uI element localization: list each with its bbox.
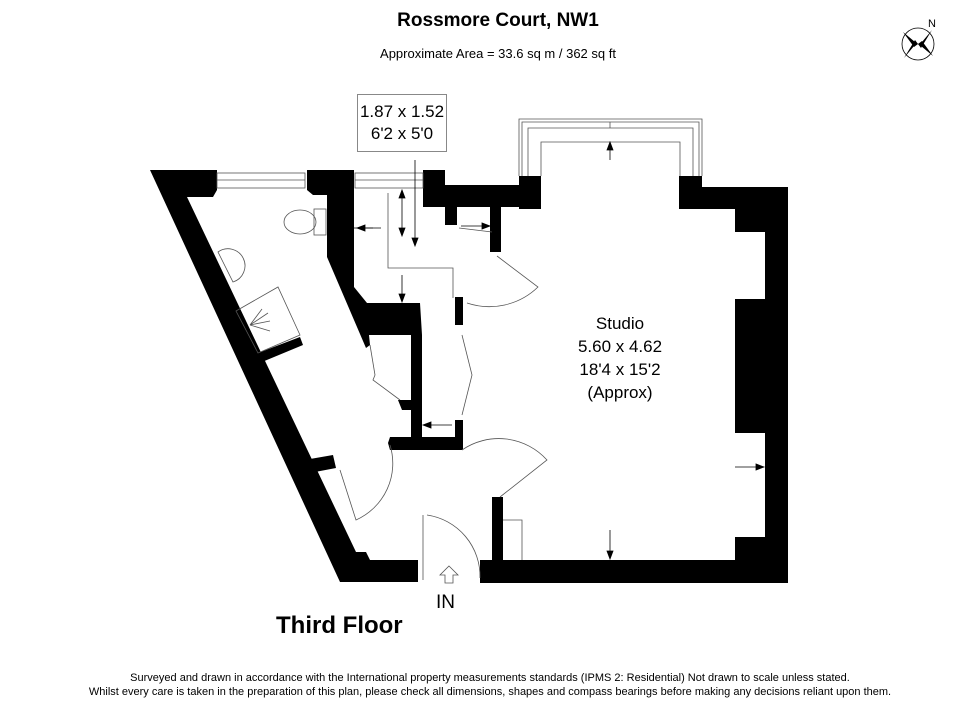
doors (339, 227, 548, 580)
studio-label: Studio 5.60 x 4.62 18'4 x 15'2 (Approx) (540, 312, 700, 404)
area-summary: Approximate Area = 33.6 sq m / 362 sq ft (380, 46, 616, 61)
compass-north-label: N (928, 18, 936, 30)
plan-title: Rossmore Court, NW1 (397, 10, 599, 31)
compass-rose-icon: N (901, 18, 936, 61)
basin-icon (217, 248, 246, 283)
studio-metric: 5.60 x 4.62 (577, 337, 663, 356)
entrance-label: IN (436, 592, 455, 613)
entry-arrow-icon (439, 565, 459, 584)
walls (150, 170, 788, 583)
studio-name: Studio (595, 314, 645, 333)
studio-note: (Approx) (587, 383, 653, 402)
toilet-icon (283, 209, 317, 235)
small-room-dimensions: 1.87 x 1.52 6'2 x 5'0 (357, 94, 447, 152)
windows (216, 118, 703, 189)
floor-label: Third Floor (276, 612, 403, 639)
disclaimer: Surveyed and drawn in accordance with th… (0, 671, 980, 699)
disclaimer-line-1: Surveyed and drawn in accordance with th… (130, 672, 850, 684)
disclaimer-line-2: Whilst every care is taken in the prepar… (88, 686, 892, 698)
studio-imperial: 18'4 x 15'2 (579, 360, 661, 379)
dimension-arrows (355, 140, 766, 561)
small-room-metric: 1.87 x 1.52 (359, 102, 445, 121)
shower-tray-icon (235, 286, 301, 354)
small-room-imperial: 6'2 x 5'0 (370, 124, 434, 143)
